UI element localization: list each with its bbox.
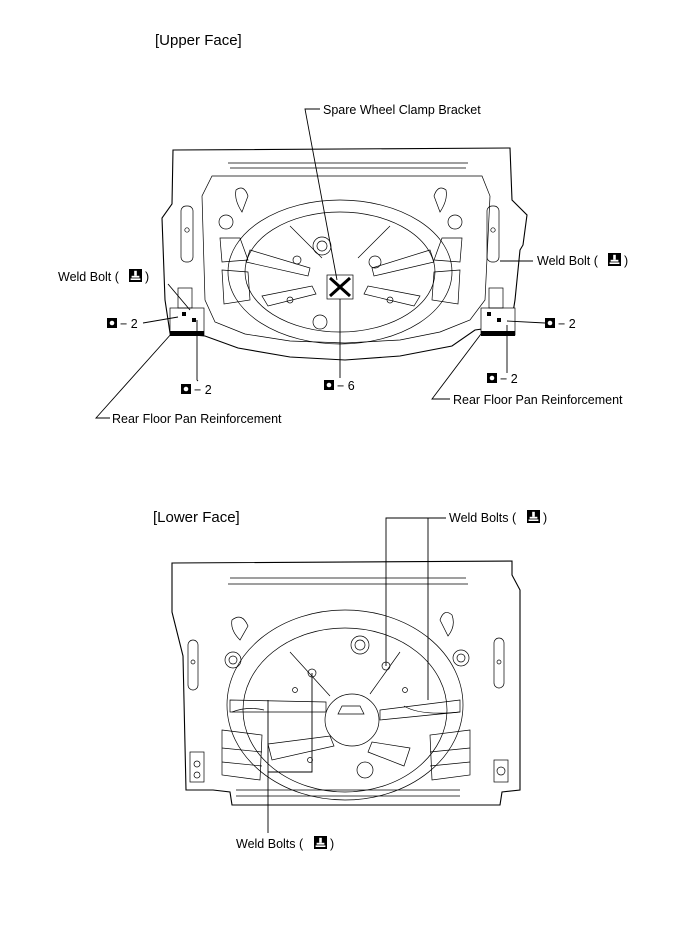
lower-floor-pan <box>171 560 521 806</box>
label-weld-bolts-bottom: Weld Bolts ( <box>236 837 304 851</box>
label-weld-bolt-left: Weld Bolt ( <box>58 270 120 284</box>
leader-weld-left-side <box>142 316 179 324</box>
label-weld-bolts-top-close: ) <box>543 511 547 525</box>
label-weld-bolt-right: Weld Bolt ( <box>537 254 599 268</box>
leader-weld-left-bottom <box>196 320 199 382</box>
upper-floor-pan <box>161 147 528 361</box>
weld-count-right-bottom: − 2 <box>500 372 518 386</box>
weld-count-center: − 6 <box>337 379 355 393</box>
spot-weld-icon <box>545 318 555 328</box>
weld-bolt-icon <box>314 836 327 849</box>
label-spare-wheel-clamp-bracket: Spare Wheel Clamp Bracket <box>323 103 481 117</box>
lower-face-heading: [Lower Face] <box>153 509 240 526</box>
spot-weld-icon <box>181 384 191 394</box>
reinforcement-left <box>169 287 205 336</box>
weld-count-left-bottom: − 2 <box>194 383 212 397</box>
spot-weld-icon <box>107 318 117 328</box>
leader-weld-bolts-bottom-b <box>268 673 313 773</box>
label-weld-bolt-right-close: ) <box>624 254 628 268</box>
leader-reinforcement-right <box>431 333 482 400</box>
spot-weld-icon <box>487 373 497 383</box>
label-weld-bolt-left-close: ) <box>145 270 149 284</box>
weld-count-right-side: − 2 <box>558 317 576 331</box>
leader-weld-right-side <box>506 320 546 324</box>
weld-count-left-side: − 2 <box>120 317 138 331</box>
leader-weld-bolt-left <box>167 283 191 311</box>
spot-weld-icon <box>324 380 334 390</box>
label-rear-floor-pan-reinforcement-right: Rear Floor Pan Reinforcement <box>453 393 623 407</box>
upper-face-heading: [Upper Face] <box>155 32 242 49</box>
leader-weld-bolts-top-a <box>385 517 446 666</box>
label-weld-bolts-top: Weld Bolts ( <box>449 511 517 525</box>
label-weld-bolts-bottom-close: ) <box>330 837 334 851</box>
weld-bolt-icon <box>129 269 142 282</box>
leader-clamp-bracket <box>304 108 338 281</box>
label-rear-floor-pan-reinforcement-left: Rear Floor Pan Reinforcement <box>112 412 282 426</box>
weld-bolt-icon <box>608 253 621 266</box>
leader-reinforcement-left <box>94 332 173 419</box>
weld-bolt-icon <box>527 510 540 523</box>
